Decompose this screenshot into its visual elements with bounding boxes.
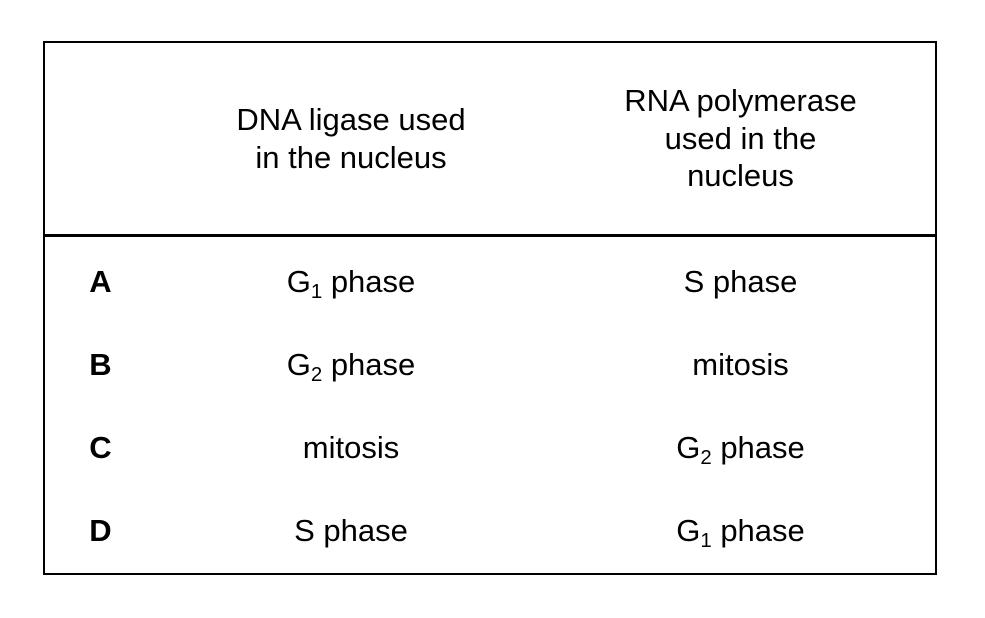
cell-value: G1 phase — [286, 264, 416, 302]
cell-value-base: G — [286, 347, 311, 383]
cell-value: G1 phase — [676, 513, 805, 551]
cell-value-subscript: 2 — [700, 446, 712, 470]
option-a-col2: S phase — [546, 235, 936, 324]
option-a-col1: G1 phase — [156, 235, 546, 324]
cell-value-base: G — [286, 264, 311, 300]
cell-value: G2 phase — [676, 430, 805, 468]
cell-value-rest: phase — [711, 430, 805, 466]
cell-value-base: S phase — [683, 264, 798, 300]
header-cell-rna-polymerase: RNA polymerase used in the nucleus — [546, 42, 936, 237]
header-line-3: nucleus — [687, 158, 794, 194]
cell-value: G2 phase — [286, 347, 416, 385]
cell-value: S phase — [684, 264, 798, 299]
cell-value-base: mitosis — [692, 347, 789, 383]
header-cell-blank — [44, 42, 156, 237]
header-cell-dna-ligase: DNA ligase used in the nucleus — [156, 42, 546, 237]
cell-value-subscript: 1 — [310, 280, 323, 304]
option-b-col2: mitosis — [546, 324, 936, 407]
header-row: DNA ligase used in the nucleus RNA polym… — [44, 42, 936, 237]
cell-value-base: G — [676, 430, 701, 466]
cell-value: mitosis — [303, 430, 399, 465]
option-letter-b: B — [44, 324, 156, 407]
cell-value-subscript: 1 — [700, 529, 712, 553]
cell-value-base: G — [676, 513, 701, 549]
cell-value-base: S phase — [294, 513, 408, 549]
option-b-col1: G2 phase — [156, 324, 546, 407]
option-d-col2: G1 phase — [546, 490, 936, 574]
header-line-2: in the nucleus — [255, 139, 447, 175]
cell-value-base: mitosis — [302, 430, 400, 466]
answer-options-table: DNA ligase used in the nucleus RNA polym… — [43, 41, 937, 575]
table-row[interactable]: B G2 phase mitosis — [44, 324, 936, 407]
option-letter-c: C — [44, 407, 156, 490]
option-d-col1: S phase — [156, 490, 546, 574]
header-line-1: DNA ligase used — [236, 101, 466, 137]
table-row[interactable]: D S phase G1 phase — [44, 490, 936, 574]
table-header: DNA ligase used in the nucleus RNA polym… — [44, 42, 936, 237]
header-line-2: used in the — [664, 120, 817, 156]
cell-value-rest: phase — [711, 513, 805, 549]
cell-value-rest: phase — [322, 264, 416, 300]
cell-value-subscript: 2 — [310, 363, 323, 387]
table-row[interactable]: A G1 phase S phase — [44, 235, 936, 324]
option-c-col2: G2 phase — [546, 407, 936, 490]
option-letter-a: A — [44, 235, 156, 324]
cell-value: S phase — [294, 513, 408, 548]
option-letter-d: D — [44, 490, 156, 574]
header-line-1: RNA polymerase — [624, 82, 857, 118]
cell-value-rest: phase — [322, 347, 416, 383]
option-c-col1: mitosis — [156, 407, 546, 490]
cell-value: mitosis — [692, 347, 788, 382]
